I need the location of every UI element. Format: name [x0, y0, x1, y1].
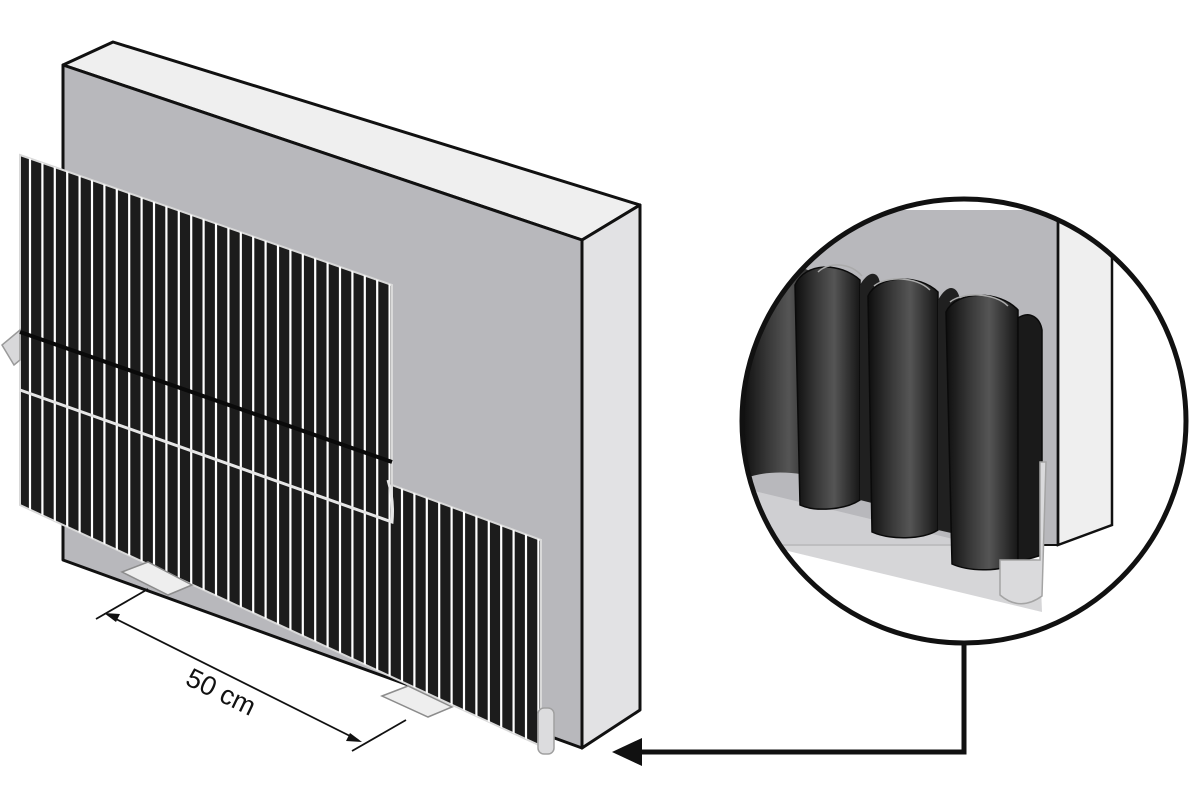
detail-profiled-film	[742, 261, 1043, 571]
spacer-tab-left	[120, 561, 194, 596]
film-corner-flap	[1, 328, 21, 367]
detail-magnifier	[739, 196, 1189, 646]
detail-film-base	[742, 488, 1042, 612]
film-end-fold	[537, 707, 555, 755]
leader-arrowhead	[612, 738, 642, 766]
leader-arrow	[612, 643, 967, 766]
film-joint-line	[19, 330, 393, 464]
detail-wall-side	[1056, 208, 1114, 547]
film-overlap-edge	[19, 388, 394, 525]
wall-side-face	[580, 203, 642, 750]
spacer-tab-right	[380, 685, 454, 718]
detail-film-end-fold	[999, 461, 1047, 605]
